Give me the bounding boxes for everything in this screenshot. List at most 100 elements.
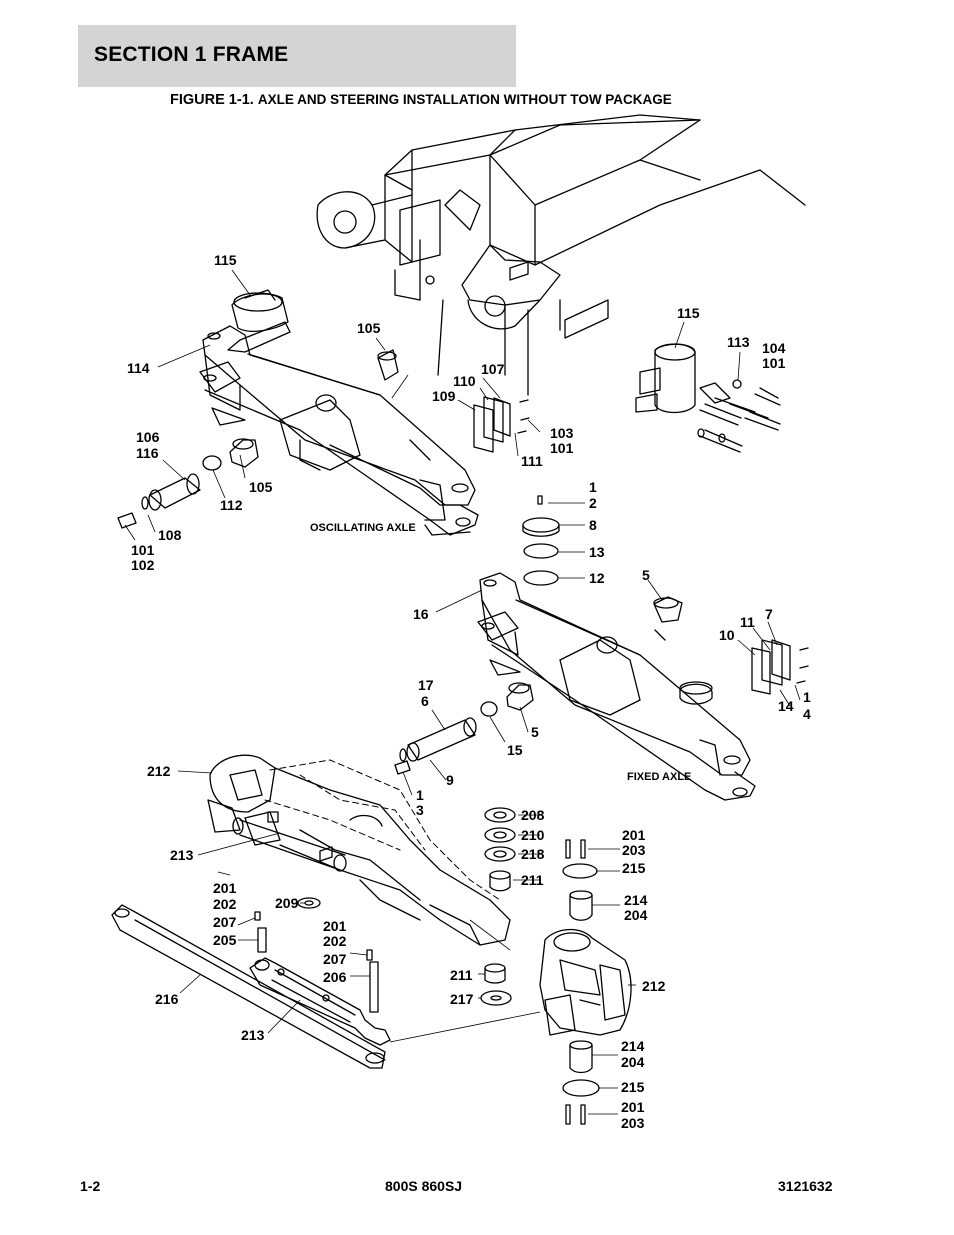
- footer-model: 800S 860SJ: [385, 1178, 463, 1194]
- callout: 210: [521, 827, 545, 843]
- callout: 111: [521, 453, 543, 469]
- section-header-bar: SECTION 1 FRAME: [78, 25, 516, 87]
- oscillating-axle: [199, 325, 479, 536]
- section-title: SECTION 1 FRAME: [94, 43, 289, 66]
- callout: 109: [432, 388, 456, 404]
- callout: 218: [521, 846, 545, 862]
- oscillating-pivot-cylinder: [117, 289, 399, 529]
- figure-title: FIGURE 1-1. AXLE AND STEERING INSTALLATI…: [170, 92, 672, 108]
- callout: 213: [170, 847, 194, 863]
- callout: 101: [131, 542, 155, 558]
- callout: 207: [213, 914, 237, 930]
- callout: 103: [550, 425, 574, 441]
- callout: 116: [136, 445, 159, 461]
- callout: 14: [778, 698, 794, 714]
- callout: 214: [621, 1038, 645, 1054]
- callout: 113: [727, 334, 750, 350]
- callout: 211: [450, 967, 473, 983]
- callout: 201: [323, 918, 347, 934]
- callout: 105: [249, 479, 273, 495]
- callout: 216: [155, 991, 179, 1007]
- callout: 217: [450, 991, 474, 1007]
- callout: 2: [589, 495, 597, 511]
- callout: 104: [762, 340, 786, 356]
- oscillating-axle-caption: OSCILLATING AXLE: [310, 522, 416, 534]
- callout: 204: [624, 907, 648, 923]
- phantom-outline: [264, 759, 501, 901]
- callout: 105: [357, 320, 381, 336]
- callout: 8: [589, 517, 597, 533]
- footer-page-number: 1-2: [80, 1178, 101, 1194]
- callout: 6: [421, 693, 429, 709]
- callout: 201: [622, 827, 646, 843]
- callout: 107: [481, 361, 505, 377]
- callout: 215: [621, 1079, 645, 1095]
- shim-pack-oscillating: [473, 396, 530, 453]
- callout: 207: [323, 951, 347, 967]
- callout: 206: [323, 969, 347, 985]
- line-art: [111, 114, 809, 1125]
- callout: 5: [531, 724, 539, 740]
- diagram-captions: OSCILLATING AXLE FIXED AXLE: [310, 522, 691, 783]
- callout: 214: [624, 892, 648, 908]
- leader-lines: [124, 269, 801, 1115]
- figure-number: FIGURE 1-1.: [170, 92, 254, 108]
- callout: 211: [521, 872, 544, 888]
- callout: 15: [507, 742, 523, 758]
- callout: 13: [589, 544, 605, 560]
- callout: 17: [418, 677, 434, 693]
- callout: 202: [213, 896, 237, 912]
- fixed-axle-caption: FIXED AXLE: [627, 771, 691, 783]
- callout: 112: [220, 497, 243, 513]
- callout: 3: [416, 802, 424, 818]
- callout: 12: [589, 570, 605, 586]
- washer-stack-center: [522, 495, 560, 586]
- callout: 209: [275, 895, 299, 911]
- callout: 1: [803, 689, 811, 705]
- callout: 4: [803, 706, 811, 722]
- callout: 212: [642, 978, 666, 994]
- footer-doc-number: 3121632: [778, 1178, 833, 1194]
- callout: 115: [677, 305, 700, 321]
- right-pivot-and-bolts: [635, 343, 781, 453]
- callout: 201: [621, 1099, 645, 1115]
- callout: 102: [131, 557, 155, 573]
- callout: 201: [213, 880, 237, 896]
- callout: 203: [621, 1115, 645, 1131]
- callout: 10: [719, 627, 735, 643]
- lower-kingpin-parts: [562, 1040, 600, 1125]
- callout: 7: [765, 606, 773, 622]
- figure-caption: AXLE AND STEERING INSTALLATION WITHOUT T…: [257, 92, 672, 107]
- tie-rod: [111, 904, 386, 1069]
- callout: 202: [323, 933, 347, 949]
- callout: 108: [158, 527, 182, 543]
- callout-numbers: 115 105 114 107 110 109 115 113 104 101 …: [127, 252, 811, 1131]
- callout: 106: [136, 429, 160, 445]
- callout: 11: [740, 614, 755, 630]
- steering-axle-housing: [207, 754, 511, 946]
- callout: 208: [521, 807, 545, 823]
- callout: 1: [416, 787, 424, 803]
- callout: 101: [550, 440, 574, 456]
- callout: 115: [214, 252, 237, 268]
- callout: 203: [622, 842, 646, 858]
- chassis-frame: [316, 114, 806, 396]
- callout: 204: [621, 1054, 645, 1070]
- callout: 1: [589, 479, 597, 495]
- steering-cylinder: [249, 957, 391, 1046]
- callout: 101: [762, 355, 786, 371]
- callout: 212: [147, 763, 171, 779]
- callout: 114: [127, 360, 150, 376]
- callout: 9: [446, 772, 454, 788]
- fixed-axle: [477, 572, 756, 801]
- callout: 5: [642, 567, 650, 583]
- callout: 213: [241, 1027, 265, 1043]
- fixed-axle-pivot-parts: [394, 596, 809, 775]
- callout: 205: [213, 932, 237, 948]
- callout: 215: [622, 860, 646, 876]
- callout: 16: [413, 606, 429, 622]
- steering-small-parts: [254, 807, 598, 1013]
- callout: 110: [453, 373, 476, 389]
- steering-knuckle: [539, 928, 632, 1036]
